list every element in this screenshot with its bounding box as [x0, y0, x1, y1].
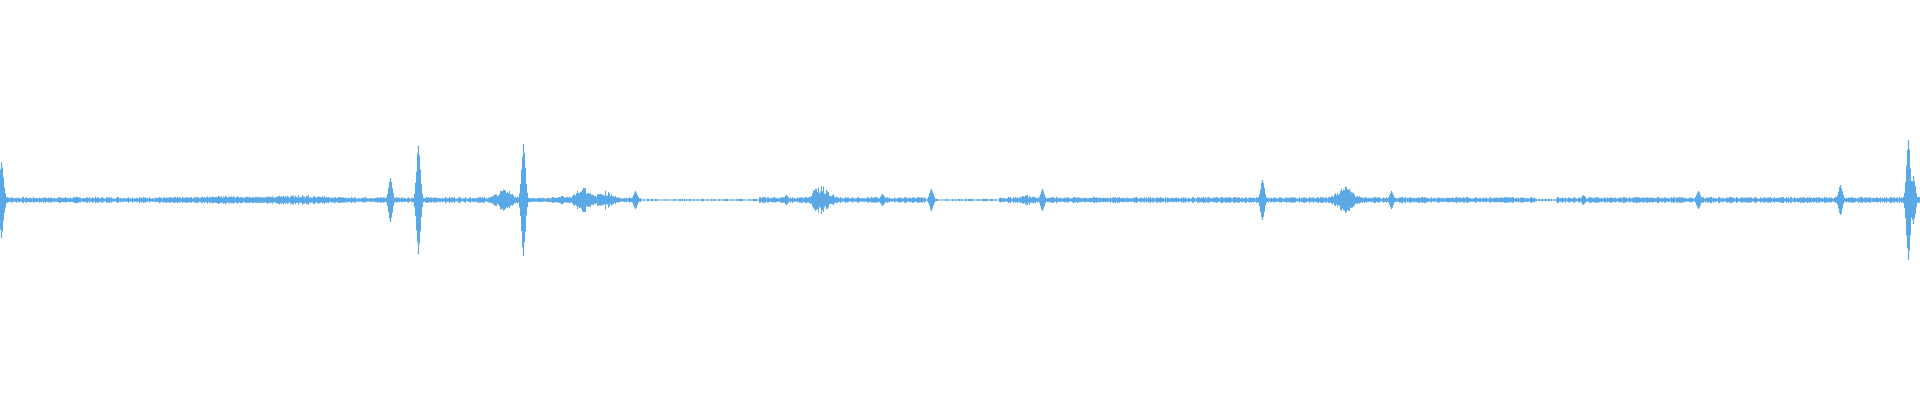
waveform-track: [0, 140, 1920, 260]
waveform-samples: [0, 145, 1920, 257]
